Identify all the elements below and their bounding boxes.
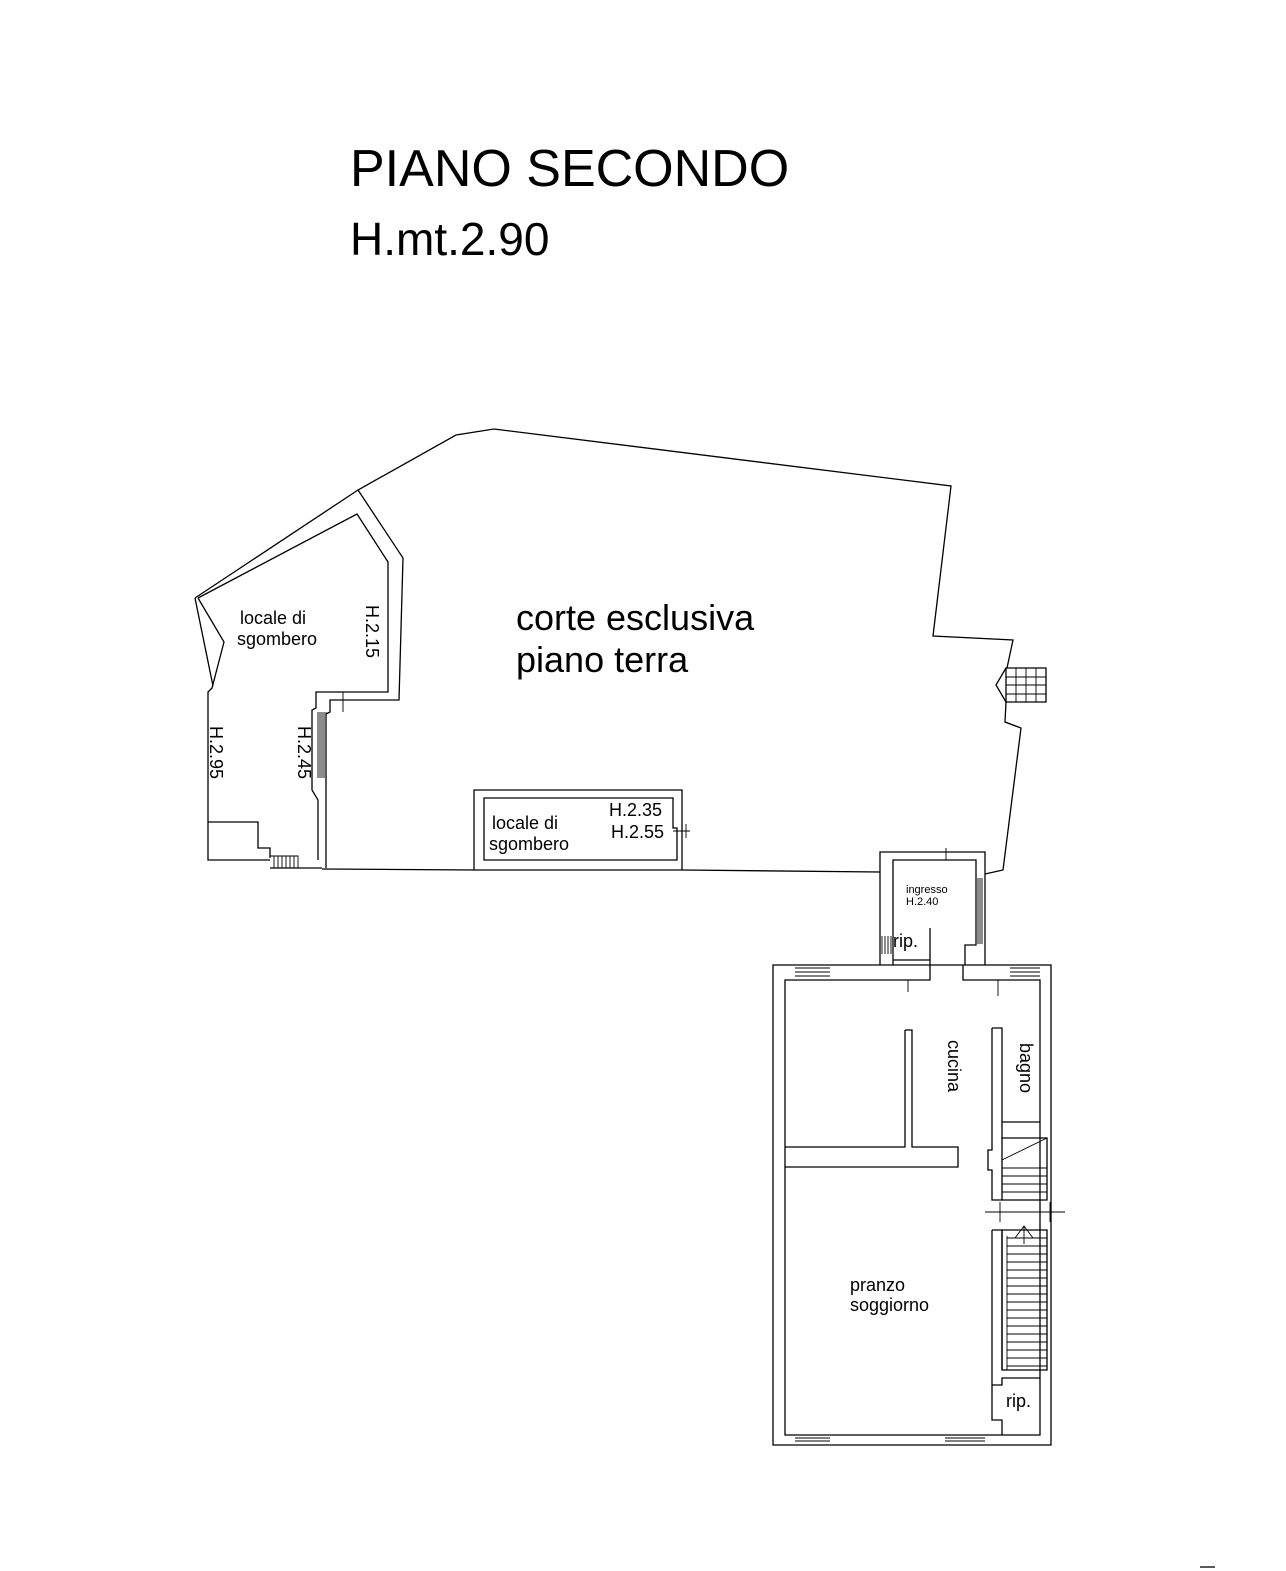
entrance-closet-label: rip.: [893, 931, 918, 951]
left-storage-steps: [270, 855, 299, 868]
entrance-walls: [879, 848, 986, 965]
house-window-bottom-left: [795, 1437, 830, 1442]
left-storage-height-b: H.2.95: [206, 726, 226, 779]
entrance-closet-window: [881, 936, 892, 954]
court-stair: [995, 667, 1047, 703]
center-storage-walls: [473, 789, 690, 871]
house-window-top-left: [795, 967, 830, 977]
house-window-top-right: [1010, 967, 1040, 977]
left-storage-height-c: H.2.45: [294, 726, 314, 779]
bathroom-label: bagno: [1016, 1043, 1036, 1093]
entrance-height: H.2.40: [906, 896, 938, 908]
left-storage-label-line2: sgombero: [237, 629, 317, 649]
height-note: H.mt.2.90: [350, 213, 549, 265]
center-storage-height-b: H.2.55: [611, 822, 664, 842]
entrance-window: [977, 878, 983, 944]
court-label-line1: corte esclusiva: [516, 597, 755, 638]
court-boundary: [194, 428, 1022, 875]
left-storage-window: [317, 712, 327, 778]
page-title: PIANO SECONDO: [350, 140, 789, 198]
court-bottom-line: [321, 868, 881, 873]
living-label-line2: soggiorno: [850, 1295, 929, 1315]
stair-arrow-icon: [1014, 1225, 1034, 1244]
living-label-line1: pranzo: [850, 1275, 905, 1295]
kitchen-label: cucina: [944, 1040, 964, 1093]
center-storage-label-line1: locale di: [492, 813, 558, 833]
internal-stair: [985, 1137, 1065, 1371]
house-walls: [772, 964, 1052, 1446]
house-window-bottom-right: [945, 1437, 985, 1442]
left-storage-label-line1: locale di: [240, 608, 306, 628]
entrance-label: ingresso: [906, 884, 948, 896]
center-storage-height-a: H.2.35: [609, 800, 662, 820]
left-storage-walls: [194, 489, 404, 869]
court-label-line2: piano terra: [516, 639, 689, 680]
closet-bottom-label: rip.: [1006, 1391, 1031, 1411]
center-storage-label-line2: sgombero: [489, 834, 569, 854]
left-storage-height-a: H.2.15: [362, 605, 382, 658]
